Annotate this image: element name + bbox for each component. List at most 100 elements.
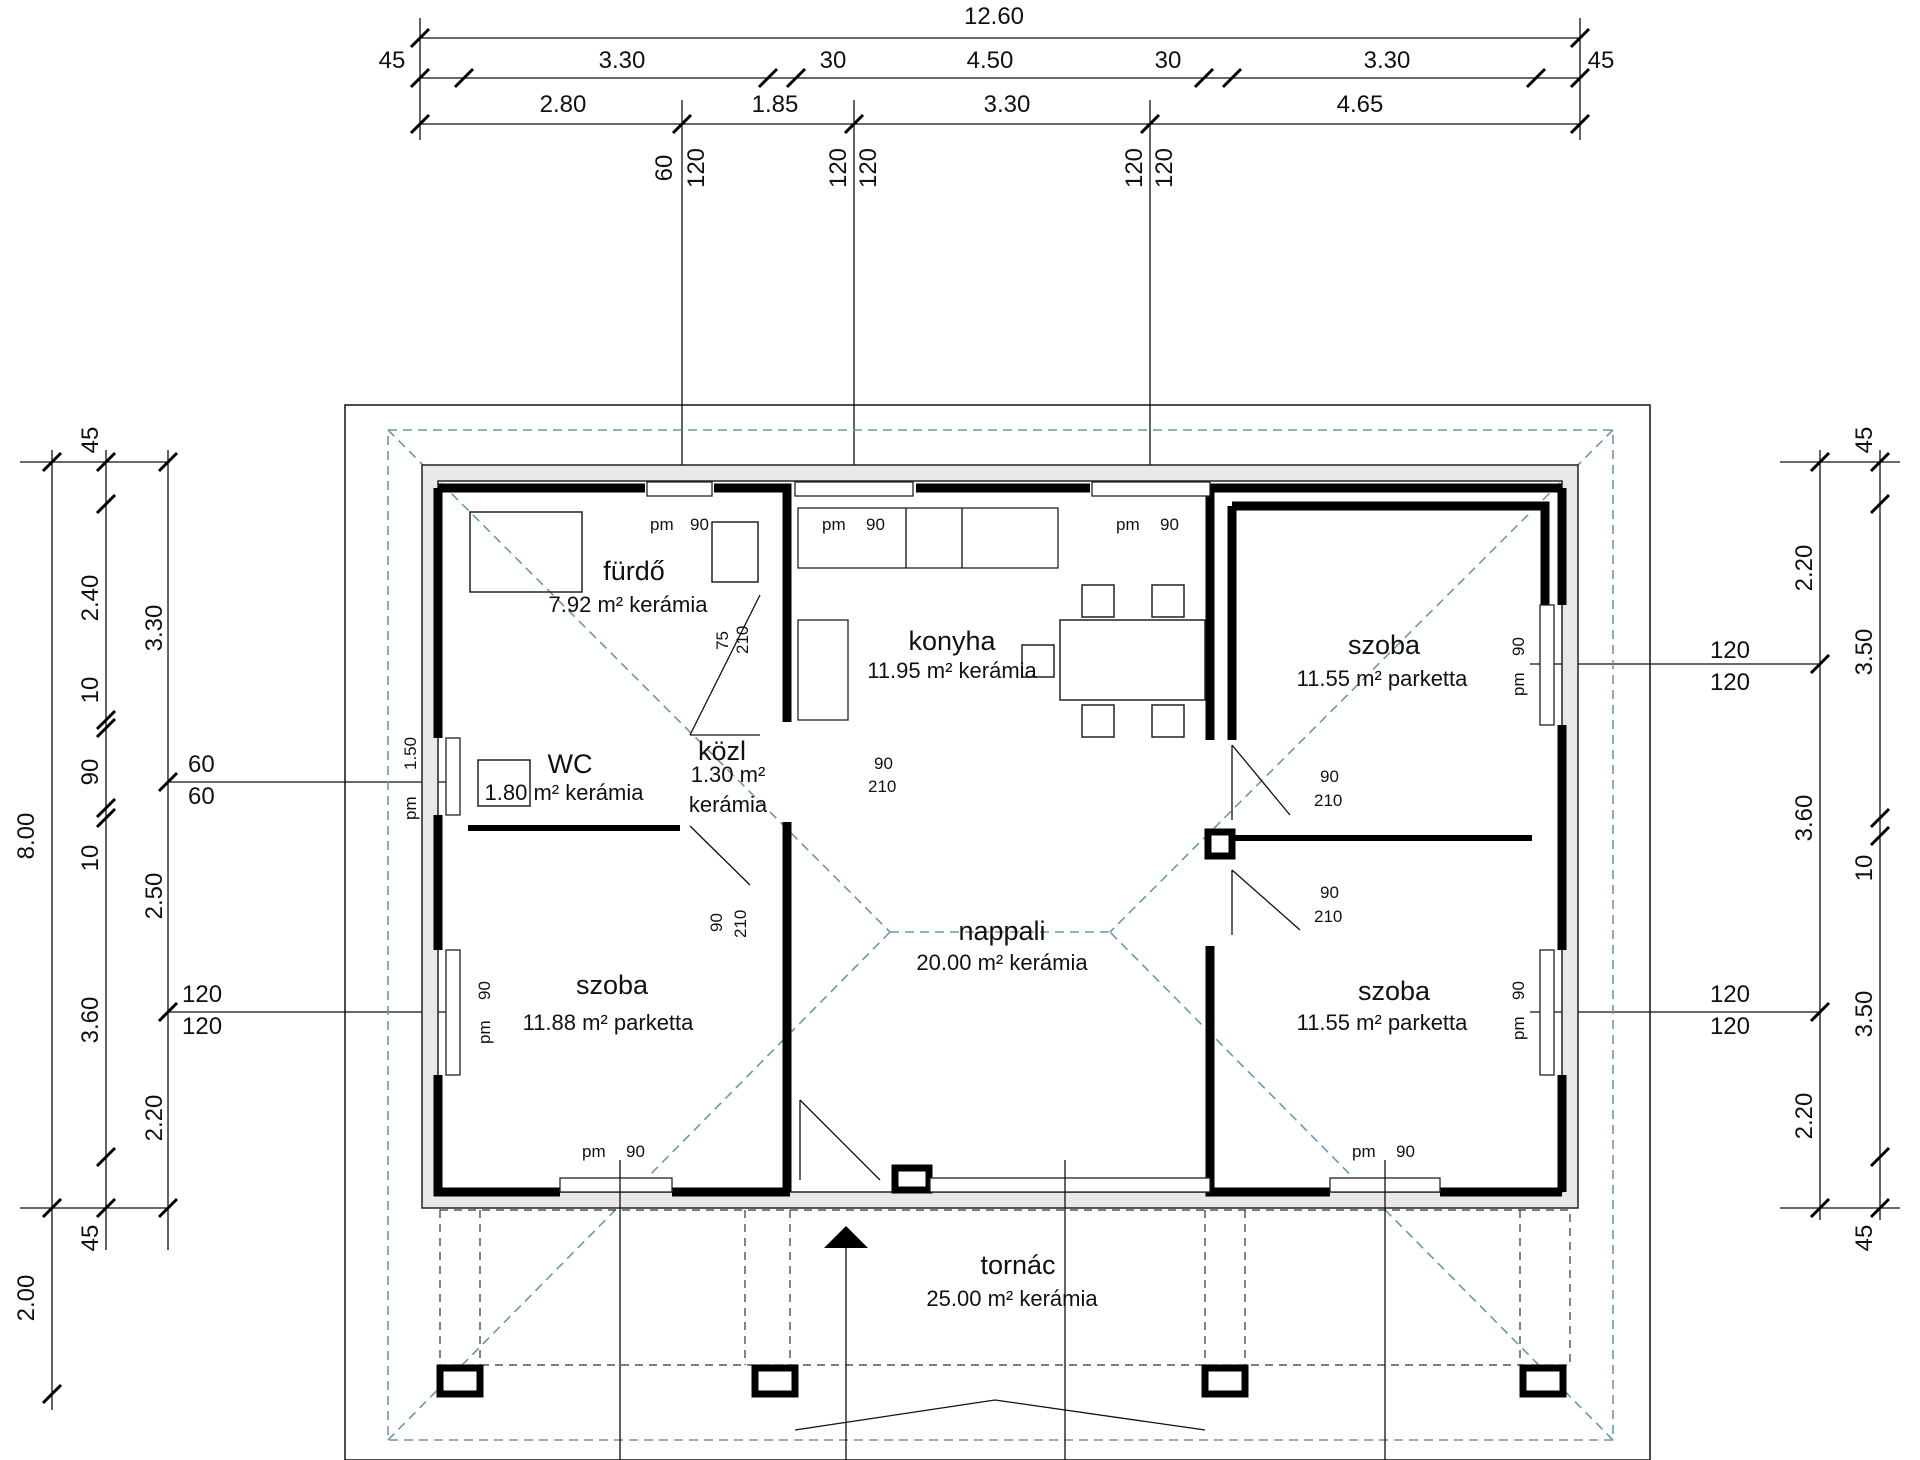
opening-labels: pm 90 pm 90 pm 90 75 210 90 210 90 210 9…: [401, 515, 1528, 1161]
dim-right-45-top: 45: [1851, 427, 1878, 454]
opening-w-11: 90: [626, 1142, 645, 1161]
opening-w-2: 90: [866, 515, 885, 534]
dim-right-220-top: 2.20: [1791, 545, 1818, 592]
dim-vert-120-b: 120: [825, 148, 852, 188]
opening-w-5: 90: [707, 913, 726, 932]
opening-pm-1: pm: [650, 515, 674, 534]
room-name-konyha: konyha: [908, 626, 996, 656]
room-name-kozl: közl: [698, 736, 746, 766]
room-area-tornac: 25.00 m² kerámia: [926, 1286, 1098, 1311]
opening-pm-5: pm: [1509, 1016, 1528, 1040]
window-right-szoba-ne: [1539, 604, 1555, 726]
dim-top-450: 4.50: [967, 47, 1014, 74]
window-top-konyha-left: [794, 481, 914, 497]
room-name-szoba-se: szoba: [1358, 976, 1431, 1006]
dim-top-330-mid: 3.30: [984, 91, 1031, 118]
callout-left-120-b: 120: [182, 1013, 222, 1040]
dim-top-185: 1.85: [752, 91, 799, 118]
dim-left-240: 2.40: [77, 575, 104, 622]
left-dimension-chains: 8.00 2.00 45 2.40 10 90 10 2.50 2.20 45 …: [13, 427, 460, 1410]
dim-vert-120-e: 120: [1151, 148, 1178, 188]
dim-left-10-a: 10: [77, 677, 104, 704]
room-labels: fürdő 7.92 m² kerámia WC 1.80 m² kerámia…: [485, 556, 1469, 1311]
dim-top-330-right: 3.30: [1364, 47, 1411, 74]
opening-w-4: 90: [874, 754, 893, 773]
opening-w-8: 90: [1509, 637, 1528, 656]
opening-h210-2: 210: [868, 777, 896, 796]
dim-left-250: 2.50: [141, 873, 168, 920]
callout-right-120-b: 120: [1710, 669, 1750, 696]
callout-right-120-d: 120: [1710, 1013, 1750, 1040]
room-area-szoba-sw: 11.88 m² parketta: [523, 1010, 695, 1035]
building: [344, 404, 1651, 1460]
opening-pm-2: pm: [822, 515, 846, 534]
callout-left-60-b: 60: [188, 783, 215, 810]
dim-right-350-bottom: 3.50: [1851, 991, 1878, 1038]
dim-left-45-top: 45: [77, 427, 104, 454]
dim-right-350-top: 3.50: [1851, 629, 1878, 676]
room-area-wc: 1.80 m² kerámia: [485, 780, 645, 805]
callout-right-120-a: 120: [1710, 637, 1750, 664]
dim-right-45-bottom: 45: [1851, 1225, 1878, 1252]
dim-top-30-left: 30: [820, 47, 847, 74]
opening-w-7: 90: [1320, 883, 1339, 902]
dim-top-30-right: 30: [1155, 47, 1182, 74]
room-area-nappali: 20.00 m² kerámia: [916, 950, 1088, 975]
dim-right-220-bottom: 2.20: [1791, 1093, 1818, 1140]
roof-outline: [344, 404, 1651, 1460]
dim-top-330-left: 3.30: [599, 47, 646, 74]
opening-h210-1: 210: [733, 626, 752, 654]
porch-column-3: [1201, 1364, 1249, 1398]
dim-vert-60: 60: [651, 155, 678, 182]
opening-w-3: 90: [1160, 515, 1179, 534]
dim-top-280: 2.80: [540, 91, 587, 118]
entrance-glazing: [929, 1177, 1211, 1193]
dim-left-45-bottom: 45: [77, 1225, 104, 1252]
opening-pm-9: pm: [1352, 1142, 1376, 1161]
room-area-szoba-ne: 11.55 m² parketta: [1297, 666, 1469, 691]
toilet: [477, 759, 531, 807]
opening-w-1: 90: [690, 515, 709, 534]
dim-right-360: 3.60: [1791, 795, 1818, 842]
dim-left-90: 90: [77, 759, 104, 786]
callout-left-120-a: 120: [182, 981, 222, 1008]
porch-column-4: [1519, 1364, 1567, 1398]
window-left-wc: [445, 737, 461, 816]
opening-pm-6: pm: [401, 796, 420, 820]
dim-top-45-left: 45: [379, 47, 406, 74]
room-area-furdo: 7.92 m² kerámia: [549, 592, 709, 617]
callout-left-60-a: 60: [188, 751, 215, 778]
dim-right-10: 10: [1851, 855, 1878, 882]
window-right-szoba-se: [1539, 949, 1555, 1076]
entrance-arrow-icon: [824, 1226, 868, 1248]
top-dimension-chains: 12.60 45 3.30 30 4.50 30 3.30 45 2.80 1.…: [379, 3, 1615, 490]
callout-right-120-c: 120: [1710, 981, 1750, 1008]
dim-vert-120-a: 120: [683, 148, 710, 188]
porch-outline: [439, 1209, 1571, 1366]
opening-h210-3: 210: [731, 910, 750, 938]
opening-w-9: 90: [1509, 981, 1528, 1000]
dim-left-220: 2.20: [141, 1095, 168, 1142]
room-area-konyha: 11.95 m² kerámia: [867, 658, 1037, 683]
opening-pm-8: pm: [582, 1142, 606, 1161]
window-top-furdo: [646, 481, 713, 497]
dim-top-45-right: 45: [1588, 47, 1615, 74]
opening-pm-3: pm: [1116, 515, 1140, 534]
dim-vert-120-c: 120: [855, 148, 882, 188]
opening-w-12: 90: [1396, 1142, 1415, 1161]
window-bottom-szoba-sw: [559, 1177, 673, 1193]
dim-vert-120-d: 120: [1121, 148, 1148, 188]
porch: [436, 1160, 1571, 1460]
room-area-kozl-a: 1.30 m²: [691, 762, 766, 787]
opening-h210-5: 210: [1314, 907, 1342, 926]
opening-h210-4: 210: [1314, 791, 1342, 810]
room-name-tornac: tornác: [980, 1250, 1055, 1280]
porch-column-1: [436, 1364, 484, 1398]
porch-column-2: [751, 1364, 799, 1398]
bathtub: [469, 511, 583, 593]
room-name-szoba-ne: szoba: [1348, 630, 1421, 660]
dim-left-10-b: 10: [77, 845, 104, 872]
kitchen-counter: [797, 507, 1059, 569]
right-dimension-chains: 45 2.20 3.50 3.60 10 3.50 2.20 45 120 12…: [1530, 427, 1900, 1252]
